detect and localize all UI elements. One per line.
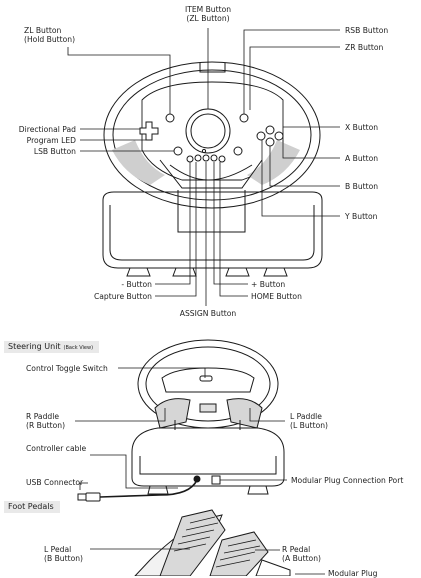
- capture-button-label: Capture Button: [70, 292, 152, 301]
- controller-cable-label: Controller cable: [26, 444, 86, 453]
- l-pedal-label: L Pedal (B Button): [44, 545, 83, 563]
- control-toggle-switch-label: Control Toggle Switch: [26, 364, 108, 373]
- lsb-button-label: LSB Button: [0, 147, 76, 156]
- usb-connector-label: USB Connector: [26, 478, 83, 487]
- item-button-sub-text: (ZL Button): [172, 14, 244, 23]
- l-pedal-text: L Pedal: [44, 545, 83, 554]
- zr-button-label: ZR Button: [345, 43, 383, 52]
- foot-pedals-title: Foot Pedals: [8, 502, 54, 511]
- y-button-label: Y Button: [345, 212, 378, 221]
- pedals-drawing: [135, 510, 290, 576]
- r-paddle-sub-text: (R Button): [26, 421, 65, 430]
- item-button-label: ITEM Button (ZL Button): [172, 5, 244, 23]
- foot-pedals-tab: Foot Pedals: [4, 501, 60, 513]
- r-pedal-text: R Pedal: [282, 545, 321, 554]
- plus-button-label: + Button: [251, 280, 285, 289]
- back-view-drawing: [78, 340, 284, 501]
- home-button-label: HOME Button: [251, 292, 302, 301]
- steering-unit-tab: Steering Unit(Back View): [4, 341, 99, 353]
- item-button-text: ITEM Button: [172, 5, 244, 14]
- steering-unit-title: Steering Unit: [8, 342, 61, 351]
- rsb-button-label: RSB Button: [345, 26, 388, 35]
- modular-plug-port-label: Modular Plug Connection Port: [291, 476, 403, 485]
- zl-button-sub-text: (Hold Button): [24, 35, 75, 44]
- r-pedal-sub-text: (A Button): [282, 554, 321, 563]
- r-paddle-label: R Paddle (R Button): [26, 412, 65, 430]
- x-button-label: X Button: [345, 123, 378, 132]
- b-button-label: B Button: [345, 182, 378, 191]
- a-button-label: A Button: [345, 154, 378, 163]
- assign-button-label: ASSIGN Button: [166, 309, 250, 318]
- r-paddle-text: R Paddle: [26, 412, 65, 421]
- l-pedal-sub-text: (B Button): [44, 554, 83, 563]
- front-wheel-drawing: [103, 62, 322, 276]
- directional-pad-label: Directional Pad: [0, 125, 76, 134]
- middle-leader-lines: [75, 368, 287, 490]
- program-led-label: Program LED: [0, 136, 76, 145]
- r-pedal-label: R Pedal (A Button): [282, 545, 321, 563]
- zl-button-label: ZL Button (Hold Button): [24, 26, 75, 44]
- steering-unit-subtitle: (Back View): [64, 345, 94, 351]
- l-paddle-sub-text: (L Button): [290, 421, 328, 430]
- l-paddle-label: L Paddle (L Button): [290, 412, 328, 430]
- l-paddle-text: L Paddle: [290, 412, 328, 421]
- minus-button-label: - Button: [80, 280, 152, 289]
- modular-plug-label: Modular Plug: [328, 569, 377, 578]
- zl-button-text: ZL Button: [24, 26, 75, 35]
